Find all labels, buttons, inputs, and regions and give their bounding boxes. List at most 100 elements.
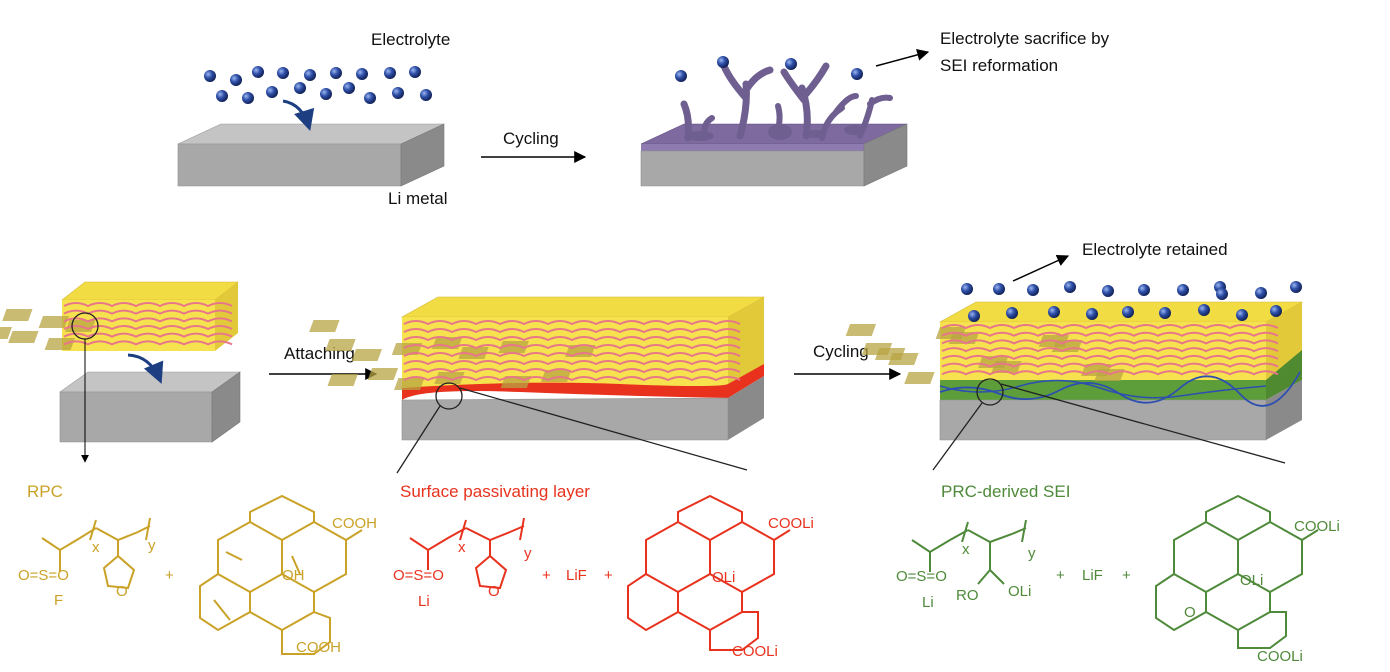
svg-text:COOLi: COOLi (732, 643, 778, 660)
electrolyte-ball (1290, 281, 1302, 293)
electrolyte-ball (717, 56, 729, 68)
svg-text:RO: RO (956, 587, 979, 604)
electrolyte-ball (392, 87, 404, 99)
polymer-chain (403, 344, 741, 350)
electrolyte-ball (1122, 306, 1134, 318)
polymer-chain (403, 336, 741, 342)
electrolyte-ball (1236, 309, 1248, 321)
electrolyte-ball (384, 67, 396, 79)
cycling-label-bottom: Cycling (813, 342, 869, 361)
electrolyte-ball (266, 86, 278, 98)
svg-text:+: + (542, 567, 551, 584)
li-metal-slab-bottom-left (59, 371, 241, 443)
passivating-structure-text: x y O=S=O Li O + LiF + COOLi COOLi OLi (393, 515, 814, 660)
rpc-polymer-chains (941, 324, 1279, 376)
electrolyte-ball (675, 70, 687, 82)
sei-structures (911, 494, 1319, 649)
filler-square (367, 368, 399, 380)
magnify-circle-icon (435, 382, 463, 410)
svg-text:O=S=O: O=S=O (896, 568, 947, 585)
li-metal-label: Li metal (388, 189, 448, 208)
svg-text:x: x (92, 539, 100, 556)
electrolyte-ball (330, 67, 342, 79)
svg-text:O=S=O: O=S=O (18, 567, 69, 584)
rpc-polymer-chains (63, 302, 233, 346)
electrolyte-ball (252, 66, 264, 78)
dendrite-bumps (686, 124, 864, 141)
svg-text:F: F (54, 592, 63, 609)
rpc-polymer-chains (403, 320, 741, 382)
filler-square (325, 339, 356, 351)
electrolyte-ball (230, 74, 242, 86)
svg-text:+: + (165, 567, 174, 584)
electrolyte-label: Electrolyte (371, 30, 450, 49)
electrolyte-ball (961, 283, 973, 295)
polymer-chain (63, 325, 233, 331)
electrolyte-ball (294, 82, 306, 94)
svg-text:y: y (524, 545, 532, 562)
rpc-structure-text: x y O=S=O F O + COOH COOH OH (18, 515, 377, 656)
svg-text:+: + (1056, 567, 1065, 584)
svg-text:COOLi: COOLi (768, 515, 814, 532)
polymer-chain (63, 302, 233, 308)
li-metal-slab-top-left (177, 123, 445, 187)
curved-arrow-icon (127, 353, 164, 384)
svg-text:x: x (962, 541, 970, 558)
electrolyte-ball (1177, 284, 1189, 296)
rpc-label: RPC (27, 482, 63, 501)
zoom-line (459, 387, 748, 471)
sei-structure-text: x y O=S=O Li RO OLi + LiF + COOLi COOLi … (896, 518, 1340, 665)
electrolyte-ball (409, 66, 421, 78)
filler-square (44, 338, 75, 350)
svg-text:+: + (604, 567, 613, 584)
electrolyte-retained-label: Electrolyte retained (1082, 240, 1228, 259)
magnify-circle-icon (976, 378, 1004, 406)
electrolyte-ball (356, 68, 368, 80)
electrolyte-ball (1048, 306, 1060, 318)
electrolyte-balls-top-left (204, 66, 432, 104)
electrolyte-ball (1198, 304, 1210, 316)
electrolyte-ball (1270, 305, 1282, 317)
polymer-chain (941, 370, 1279, 376)
arrow-right-icon (875, 49, 930, 67)
electrolyte-ball (1027, 284, 1039, 296)
polymer-chain (403, 376, 741, 382)
electrolyte-ball (1064, 281, 1076, 293)
electrolyte-ball (204, 70, 216, 82)
svg-text:OLi: OLi (1008, 583, 1031, 600)
svg-text:OH: OH (282, 567, 305, 584)
svg-text:COOLi: COOLi (1257, 648, 1303, 665)
curved-arrow-icon (282, 99, 315, 132)
filler-square (498, 341, 529, 353)
electrolyte-ball (1216, 288, 1228, 300)
svg-text:O: O (488, 583, 500, 600)
passivating-structures (409, 494, 791, 651)
electrolyte-ball (1086, 308, 1098, 320)
svg-text:LiF: LiF (566, 567, 587, 584)
svg-text:COOH: COOH (296, 639, 341, 656)
svg-text:COOH: COOH (332, 515, 377, 532)
polymer-chain (941, 347, 1279, 353)
svg-text:O=S=O: O=S=O (393, 567, 444, 584)
svg-text:y: y (148, 537, 156, 554)
electrolyte-ball (1102, 285, 1114, 297)
electrolyte-ball (993, 283, 1005, 295)
svg-text:x: x (458, 539, 466, 556)
electrolyte-ball (851, 68, 863, 80)
filler-square (0, 327, 12, 339)
electrolyte-ball (343, 82, 355, 94)
sacrifice-label-line1: Electrolyte sacrifice by (940, 29, 1110, 48)
polymer-chain (403, 352, 741, 358)
filler-square (845, 324, 877, 336)
polymer-chain (941, 331, 1279, 337)
svg-text:+: + (1122, 567, 1131, 584)
electrolyte-ball (320, 88, 332, 100)
electrolyte-balls-retained (961, 281, 1302, 322)
polymer-chain (403, 328, 741, 334)
zoom-line (932, 402, 983, 471)
filler-square (38, 316, 69, 328)
filler-square (351, 349, 382, 361)
svg-text:Li: Li (922, 594, 934, 611)
polymer-chain (63, 317, 233, 323)
